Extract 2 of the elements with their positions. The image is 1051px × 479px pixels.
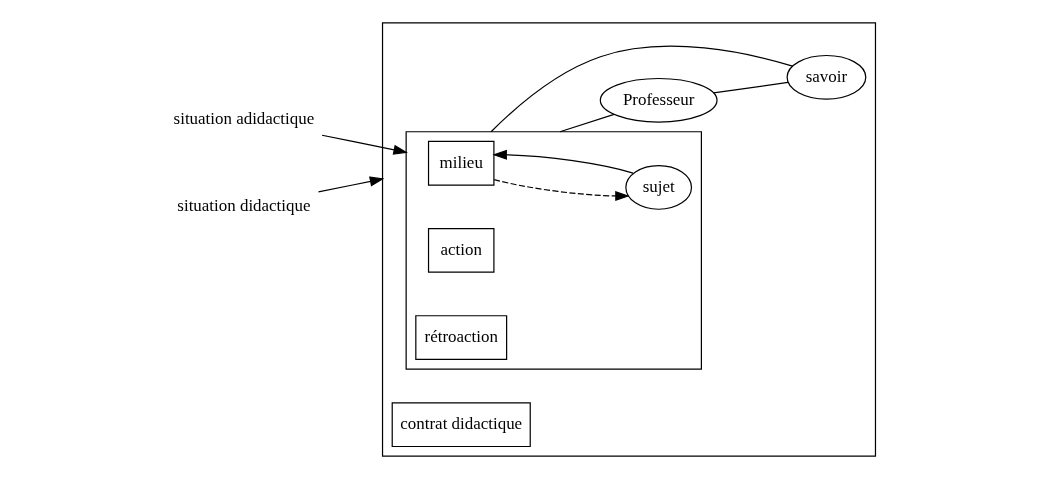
node-text: situation adidactique [173,109,315,129]
node-text: situation didactique [177,196,311,216]
